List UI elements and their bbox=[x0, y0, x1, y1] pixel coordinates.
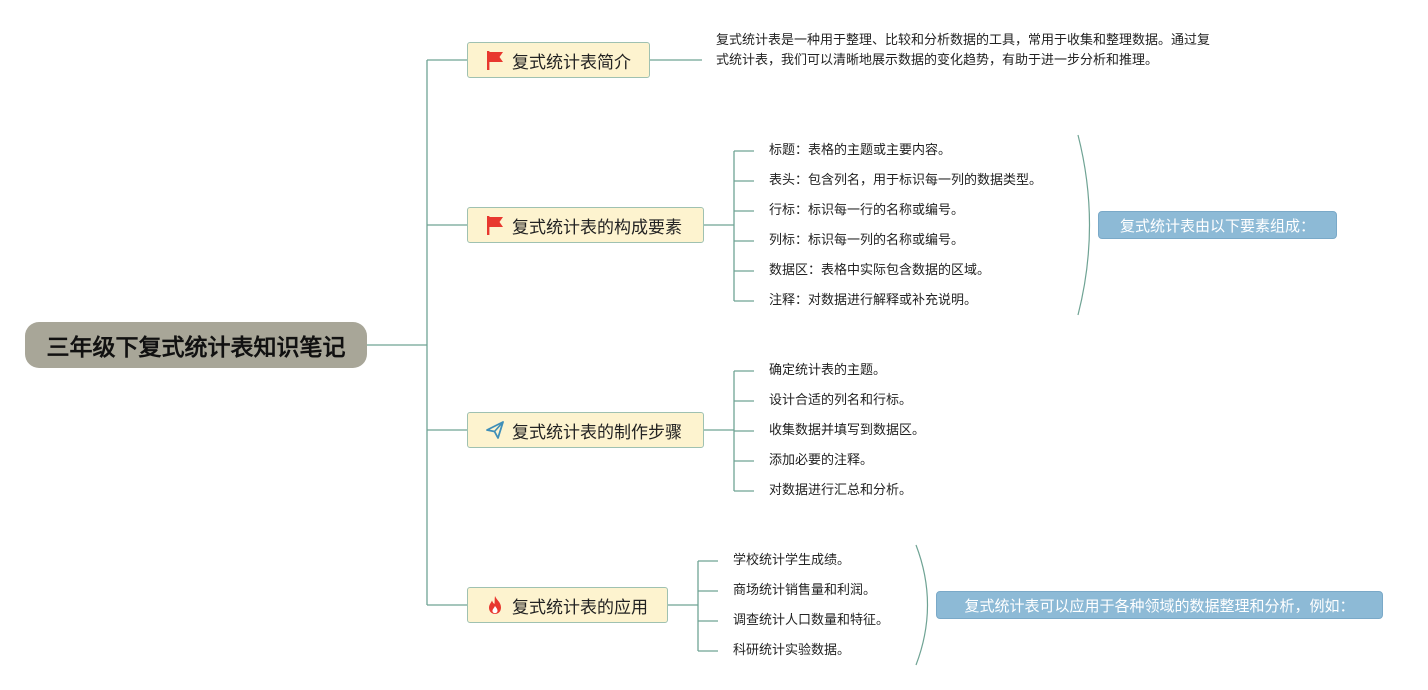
list-item[interactable]: 调查统计人口数量和特征。 bbox=[733, 613, 890, 628]
paper-plane-icon bbox=[484, 419, 506, 441]
list-item[interactable]: 表头：包含列名，用于标识每一列的数据类型。 bbox=[769, 173, 1043, 188]
root-topic[interactable]: 三年级下复式统计表知识笔记 bbox=[25, 322, 367, 368]
list-item[interactable]: 确定统计表的主题。 bbox=[769, 363, 887, 378]
branch-title: 复式统计表简介 bbox=[512, 52, 631, 73]
applications-summary[interactable]: 复式统计表可以应用于各种领域的数据整理和分析，例如： bbox=[936, 591, 1383, 619]
list-item[interactable]: 行标：标识每一行的名称或编号。 bbox=[769, 203, 965, 218]
flame-icon bbox=[484, 594, 506, 616]
list-item[interactable]: 数据区：表格中实际包含数据的区域。 bbox=[769, 263, 991, 278]
branch-introduction[interactable]: 复式统计表简介 bbox=[467, 42, 650, 78]
list-item[interactable]: 对数据进行汇总和分析。 bbox=[769, 483, 913, 498]
list-item[interactable]: 列标：标识每一列的名称或编号。 bbox=[769, 233, 965, 248]
red-flag-icon bbox=[484, 49, 506, 71]
list-item[interactable]: 学校统计学生成绩。 bbox=[733, 553, 851, 568]
list-item[interactable]: 设计合适的列名和行标。 bbox=[769, 393, 913, 408]
introduction-description: 复式统计表是一种用于整理、比较和分析数据的工具，常用于收集和整理数据。通过复式统… bbox=[716, 33, 1211, 68]
branch-applications[interactable]: 复式统计表的应用 bbox=[467, 587, 668, 623]
branch-components[interactable]: 复式统计表的构成要素 bbox=[467, 207, 704, 243]
branch-title: 复式统计表的构成要素 bbox=[512, 217, 682, 238]
red-flag-icon bbox=[484, 214, 506, 236]
list-item[interactable]: 注释：对数据进行解释或补充说明。 bbox=[769, 293, 978, 308]
branch-title: 复式统计表的制作步骤 bbox=[512, 422, 682, 443]
branch-title: 复式统计表的应用 bbox=[512, 597, 648, 618]
list-item[interactable]: 添加必要的注释。 bbox=[769, 453, 874, 468]
components-summary[interactable]: 复式统计表由以下要素组成： bbox=[1098, 211, 1337, 239]
list-item[interactable]: 商场统计销售量和利润。 bbox=[733, 583, 877, 598]
list-item[interactable]: 收集数据并填写到数据区。 bbox=[769, 423, 926, 438]
list-item[interactable]: 科研统计实验数据。 bbox=[733, 643, 851, 658]
list-item[interactable]: 标题：表格的主题或主要内容。 bbox=[769, 143, 952, 158]
branch-steps[interactable]: 复式统计表的制作步骤 bbox=[467, 412, 704, 448]
